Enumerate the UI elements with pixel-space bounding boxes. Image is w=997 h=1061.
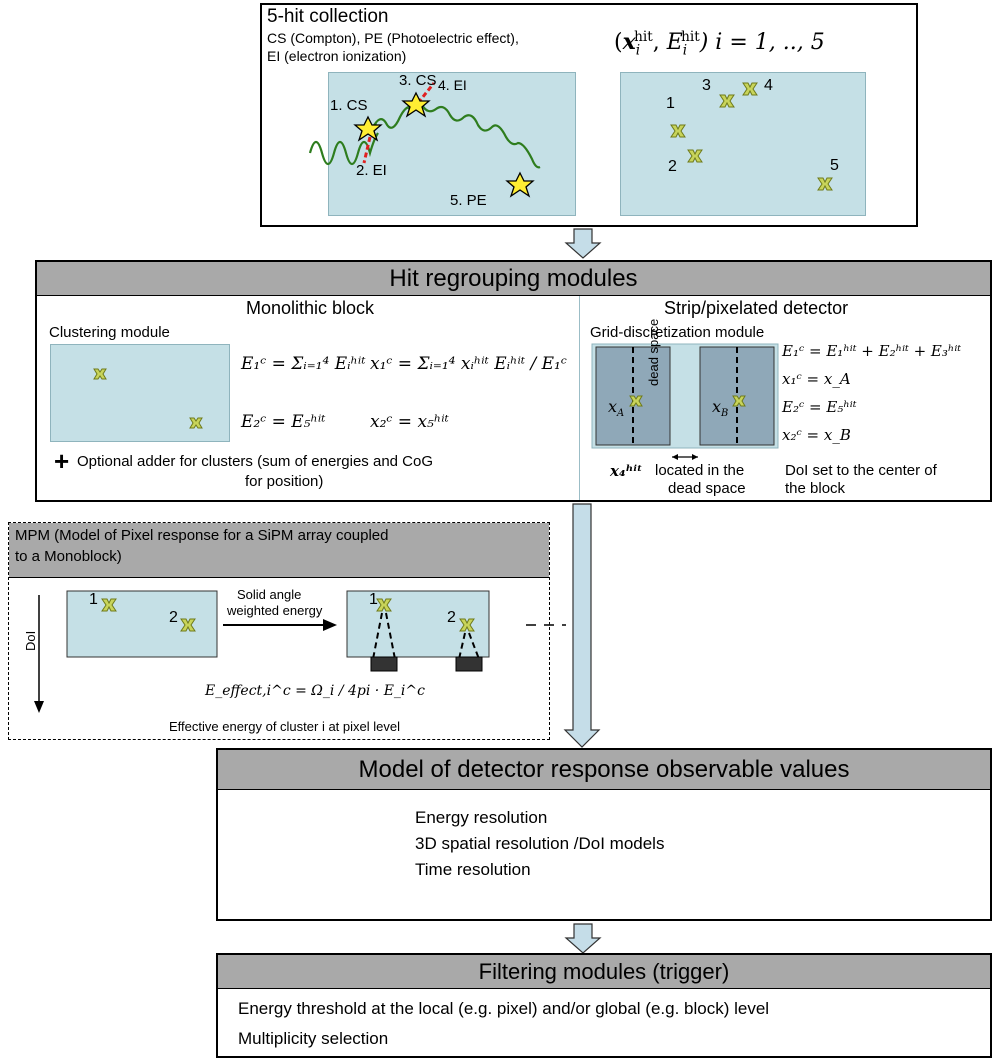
hit-marker-1 bbox=[670, 124, 686, 138]
mpm-drawing bbox=[34, 590, 490, 713]
x4-text-2: dead space bbox=[668, 480, 746, 497]
hit-collection-box: 5-hit collection CS (Compton), PE (Photo… bbox=[260, 3, 918, 227]
filtering-box: Filtering modules (trigger) Energy thres… bbox=[216, 953, 992, 1058]
hit-number-4: 4 bbox=[764, 77, 773, 94]
doi-line-1: DoI set to the center of bbox=[785, 462, 937, 479]
monolithic-title: Monolithic block bbox=[246, 298, 375, 318]
electron-track-4 bbox=[416, 82, 436, 104]
hits-panel bbox=[620, 72, 866, 216]
mpm-title-2: to a Monoblock) bbox=[15, 548, 122, 565]
monolithic-hits bbox=[93, 368, 203, 429]
strip-eq-x1: x₁ᶜ = x_A bbox=[782, 370, 851, 388]
star-icon bbox=[505, 171, 535, 198]
down-arrow-3 bbox=[564, 923, 602, 954]
observable-spatial: 3D spatial resolution /DoI models bbox=[415, 834, 665, 853]
hit-number-3: 3 bbox=[702, 77, 711, 94]
sipm-pixel-2 bbox=[455, 656, 483, 672]
grid-drawing bbox=[591, 343, 779, 460]
mpm-arrow-label-1: Solid angle bbox=[237, 587, 302, 602]
adder-plus-icon: + bbox=[54, 446, 70, 476]
xA-label: xA bbox=[608, 397, 625, 420]
label-2-ei: 2. EI bbox=[356, 162, 387, 179]
hit-regrouping-box: Hit regrouping modules Monolithic block … bbox=[35, 260, 992, 502]
strip-eq-x2: x₂ᶜ = x_B bbox=[782, 426, 851, 444]
dead-space-label: dead space bbox=[646, 318, 661, 386]
hit-marker-5 bbox=[817, 177, 833, 191]
mpm-title-1: MPM (Model of Pixel response for a SiPM … bbox=[15, 527, 389, 544]
mpm-caption: Effective energy of cluster i at pixel l… bbox=[169, 719, 400, 734]
hit-marker-4 bbox=[742, 82, 758, 96]
hit-marker-3 bbox=[719, 94, 735, 108]
hit-regrouping-title: Hit regrouping modules bbox=[389, 265, 638, 292]
strip-title: Strip/pixelated detector bbox=[664, 298, 849, 318]
mono-eq-x1: x₁ᶜ = Σᵢ₌₁⁴ xᵢʰⁱᵗ Eᵢʰⁱᵗ / E₁ᶜ bbox=[370, 354, 567, 374]
down-arrow-2 bbox=[563, 503, 601, 748]
x4-text-1: located in the bbox=[655, 462, 745, 479]
hit-number-5: 5 bbox=[830, 157, 839, 174]
strip-eq-E2: E₂ᶜ = E₅ʰⁱᵗ bbox=[782, 398, 857, 416]
mpm-header: MPM (Model of Pixel response for a SiPM … bbox=[9, 523, 549, 578]
mpm-doi-label: DoI bbox=[23, 630, 38, 651]
x4-hit-label: x₄ʰⁱᵗ bbox=[610, 462, 643, 480]
mpm-equation: E_effect,i^c = Ω_i / 4pi · E_i^c bbox=[205, 683, 425, 699]
mpm-cluster-1-left: 1 bbox=[89, 591, 98, 608]
mono-eq-E2: E₂ᶜ = E₅ʰⁱᵗ bbox=[241, 412, 326, 432]
mono-eq-x2: x₂ᶜ = x₅ʰⁱᵗ bbox=[370, 412, 449, 432]
mpm-connector bbox=[526, 624, 566, 626]
interaction-drawing bbox=[308, 82, 541, 198]
xB-label: xB bbox=[712, 397, 729, 420]
label-1-cs: 1. CS bbox=[330, 97, 368, 114]
sipm-pixel-1 bbox=[370, 656, 398, 672]
filtering-header: Filtering modules (trigger) bbox=[218, 955, 990, 989]
regrouping-divider bbox=[579, 296, 580, 500]
hit-markers bbox=[670, 82, 833, 191]
mpm-box: MPM (Model of Pixel response for a SiPM … bbox=[8, 522, 550, 740]
filtering-title: Filtering modules (trigger) bbox=[478, 959, 730, 984]
filter-multiplicity: Multiplicity selection bbox=[238, 1029, 389, 1048]
mono-eq-E1: E₁ᶜ = Σᵢ₌₁⁴ Eᵢʰⁱᵗ bbox=[241, 354, 366, 374]
hit-regrouping-header: Hit regrouping modules bbox=[37, 262, 990, 296]
strip-eq-E1: E₁ᶜ = E₁ʰⁱᵗ + E₂ʰⁱᵗ + E₃ʰⁱᵗ bbox=[782, 342, 962, 360]
star-icon bbox=[353, 115, 383, 142]
observables-title: Model of detector response observable va… bbox=[358, 756, 850, 783]
grid-module-label: Grid-discretization module bbox=[590, 324, 765, 341]
legend-line-2: EI (electron ionization) bbox=[267, 48, 407, 64]
hit-number-1: 1 bbox=[666, 95, 675, 112]
adder-line-1: Optional adder for clusters (sum of ener… bbox=[77, 453, 434, 470]
hit-number-2: 2 bbox=[668, 158, 677, 175]
electron-track-2 bbox=[362, 136, 372, 164]
hits-formula: (xihit, Eihit) i = 1, .., 5 bbox=[614, 28, 825, 59]
hit-marker-2 bbox=[687, 149, 703, 163]
clustering-module-label: Clustering module bbox=[49, 324, 170, 341]
adder-line-2: for position) bbox=[245, 473, 324, 490]
filter-energy-threshold: Energy threshold at the local (e.g. pixe… bbox=[238, 999, 770, 1018]
label-4-ei: 4. EI bbox=[438, 77, 467, 93]
down-arrow-1 bbox=[564, 228, 602, 259]
observable-time: Time resolution bbox=[415, 860, 531, 879]
mpm-arrow-label-2: weighted energy bbox=[227, 603, 323, 618]
doi-line-2: the block bbox=[785, 480, 846, 497]
label-3-cs: 3. CS bbox=[399, 72, 437, 89]
legend-line-1: CS (Compton), PE (Photoelectric effect), bbox=[267, 30, 519, 46]
mpm-cluster-2-left: 2 bbox=[169, 609, 178, 626]
mpm-cluster-1-right: 1 bbox=[369, 591, 378, 608]
observables-box: Model of detector response observable va… bbox=[216, 748, 992, 921]
hit-collection-title: 5-hit collection bbox=[267, 6, 389, 27]
observable-energy: Energy resolution bbox=[415, 808, 548, 827]
interaction-panel bbox=[328, 72, 576, 216]
star-icon bbox=[401, 91, 431, 118]
mpm-cluster-2-right: 2 bbox=[447, 609, 456, 626]
observables-header: Model of detector response observable va… bbox=[218, 750, 990, 790]
label-5-pe: 5. PE bbox=[450, 192, 487, 209]
mpm-block-right bbox=[346, 590, 490, 658]
